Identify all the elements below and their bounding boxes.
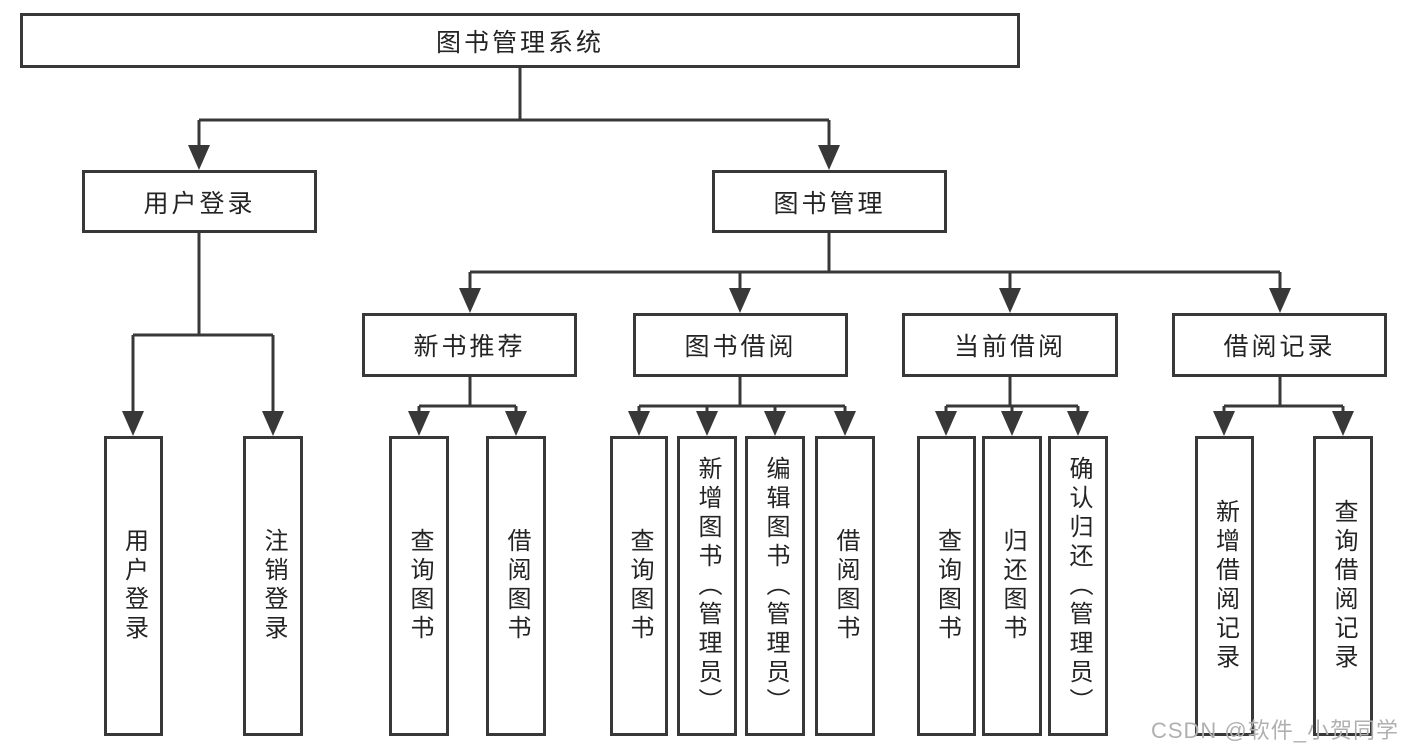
node-label: 新增借阅记录 [1211,499,1239,673]
arrow-down-icon [935,411,1089,436]
node-label: 新书推荐 [413,333,526,361]
arrow-down-icon [122,411,284,436]
connector-borrow-children [637,377,847,413]
node-label: 新增图书（管理员） [694,455,721,717]
node-label: 图书管理 [773,189,886,218]
arrow-down-icon [1213,411,1354,436]
node-label: 查询图书 [933,528,961,644]
node-user-login: 用户登录 [82,170,317,233]
leaf-logout: 注销登录 [243,436,303,736]
node-label: 确认归还（管理员） [1065,455,1092,717]
node-label: 当前借阅 [953,333,1066,361]
node-label: 查询借阅记录 [1330,499,1357,673]
node-label: 归还图书 [999,528,1026,644]
leaf-add-borrow-record: 新增借阅记录 [1195,436,1254,736]
connector-bookmgmt-children [468,233,1282,290]
node-current-borrowing: 当前借阅 [902,313,1118,377]
node-label: 注销登录 [260,528,287,644]
node-label: 借阅图书 [503,528,530,644]
leaf-borrow-book: 借阅图书 [815,436,875,736]
leaf-borrow-book-recommend: 借阅图书 [486,436,546,736]
leaf-edit-book-admin: 编辑图书（管理员） [745,436,805,736]
leaf-query-book-borrowing: 查询图书 [610,436,668,736]
connector-root-to-level2 [197,68,831,148]
arrow-down-icon [459,288,1291,313]
node-book-management: 图书管理 [712,170,947,233]
node-label: 用户登录 [120,528,148,644]
leaf-confirm-return-admin: 确认归还（管理员） [1048,436,1108,736]
connector-current-children [944,377,1080,413]
leaf-query-book-recommend: 查询图书 [389,436,449,736]
leaf-query-book-current: 查询图书 [917,436,976,736]
leaf-user-login: 用户登录 [104,436,163,736]
node-label: 用户登录 [143,189,256,218]
node-label: 借阅图书 [832,528,859,644]
connector-records-children [1222,377,1345,413]
node-root-library-system: 图书管理系统 [20,13,1020,68]
leaf-return-book: 归还图书 [982,436,1042,736]
arrow-down-icon [408,411,527,436]
arrow-down-icon [188,145,840,170]
node-label: 查询图书 [406,528,433,644]
leaf-add-book-admin: 新增图书（管理员） [677,436,737,736]
csdn-watermark: CSDN @软件_小贺同学 [1150,718,1399,743]
node-label: 图书借阅 [684,333,797,361]
connector-newrec-children [417,377,518,413]
connector-userlogin-children [131,233,275,413]
node-book-borrowing: 图书借阅 [633,313,848,377]
node-label: 借阅记录 [1223,333,1336,361]
node-label: 查询图书 [626,528,653,644]
node-new-book-recommend: 新书推荐 [362,313,577,377]
node-borrowing-records: 借阅记录 [1172,313,1387,377]
leaf-query-borrow-record: 查询借阅记录 [1313,436,1373,736]
node-label: 编辑图书（管理员） [762,455,789,717]
node-label: 图书管理系统 [435,28,604,57]
arrow-down-icon [628,411,856,436]
